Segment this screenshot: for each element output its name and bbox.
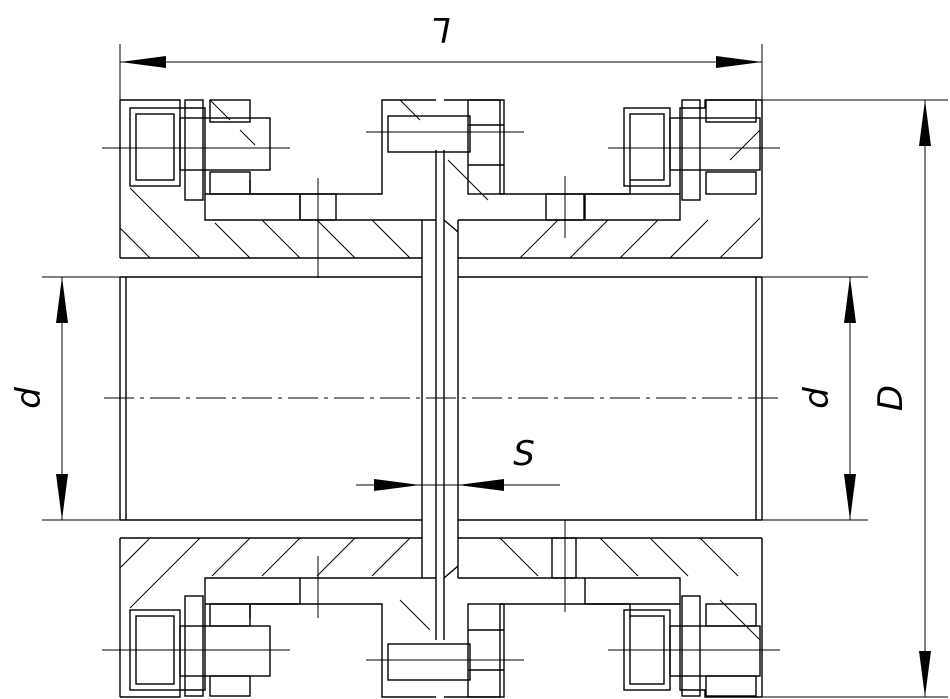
outer-diameter-dimension: D [762,99,948,698]
bore-dimension-right: d [760,276,868,521]
bore-label-left: d [9,387,49,409]
central-spacer [421,150,459,640]
bolt-upper-right [608,99,780,201]
bore-outline [119,257,763,539]
right-hub-upper [444,99,763,259]
gap-dimension: S [356,434,560,491]
bore-label-right: d [797,387,837,409]
length-label: L [432,9,451,49]
bolt-upper-center [366,99,524,195]
bolt-lower-left [102,595,290,697]
length-dimension: L [119,9,763,100]
bolt-lower-center [366,603,524,698]
right-hub-lower [444,520,763,698]
left-hub-upper [119,99,436,278]
bore-dimension-left: d [9,276,122,521]
outer-diameter-label: D [871,385,911,411]
gap-label: S [513,434,535,474]
bolt-upper-left [102,99,290,201]
bolt-lower-right [608,595,780,697]
